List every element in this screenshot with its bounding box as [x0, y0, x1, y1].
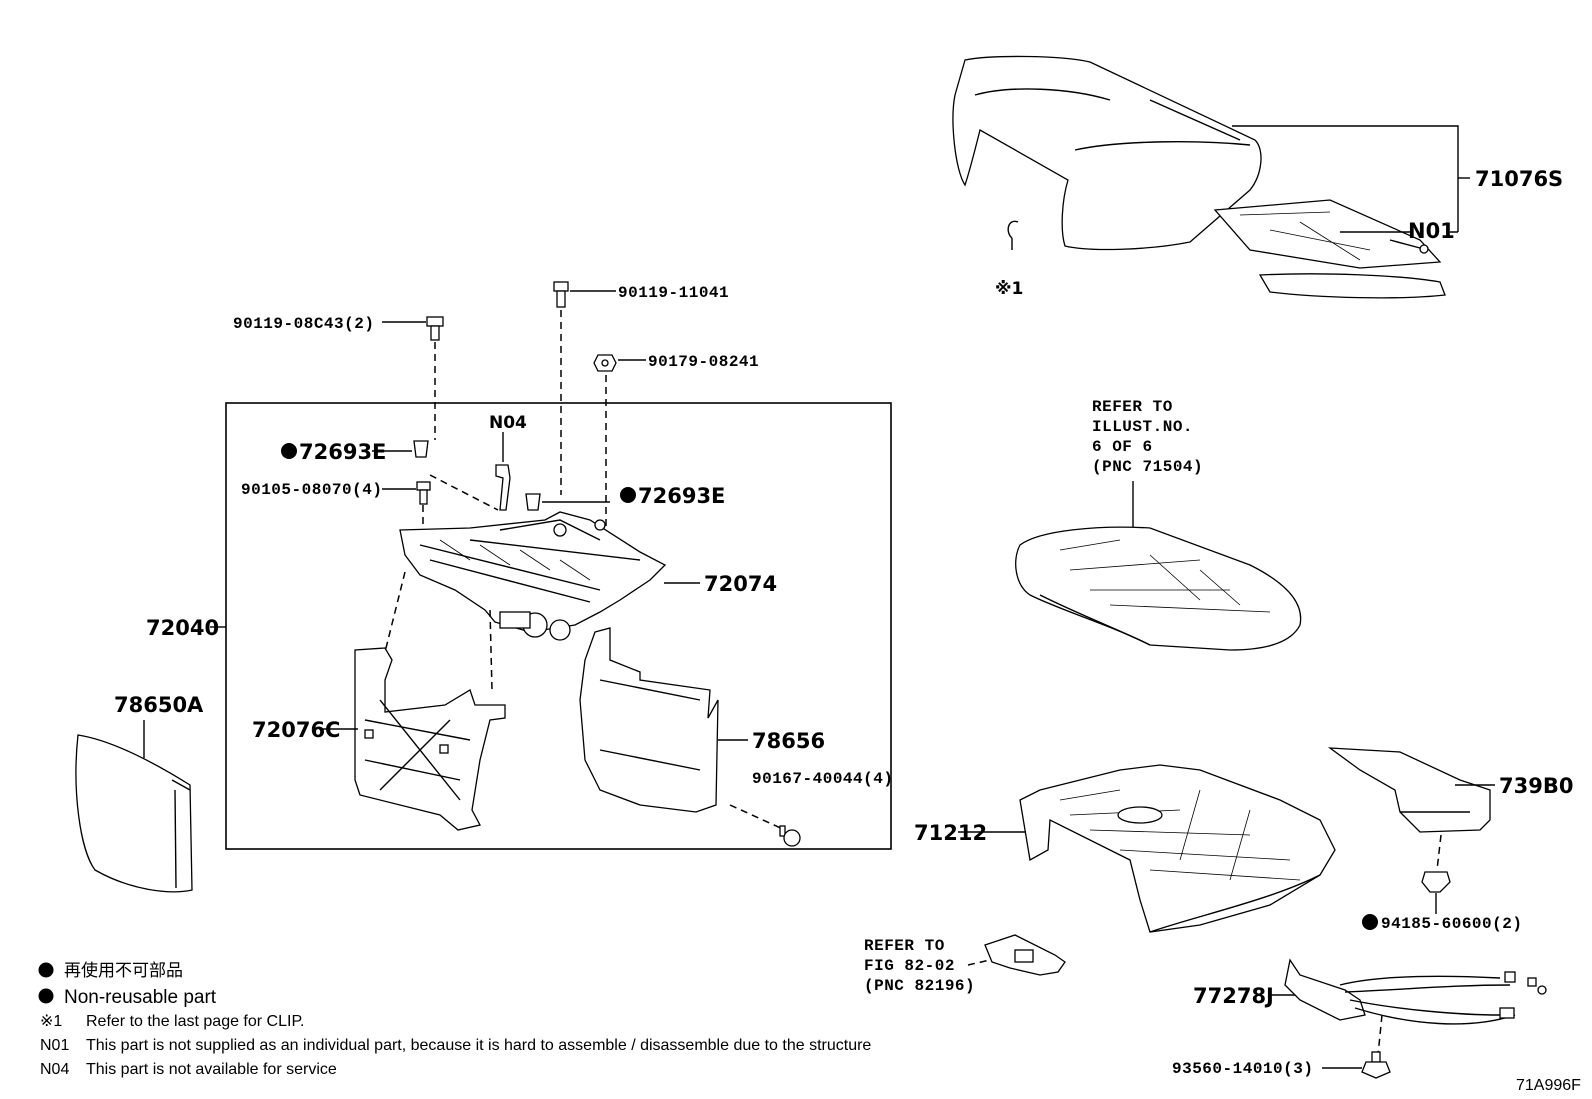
seat-cover-assembly: [952, 55, 1446, 299]
legend-dot-en-icon: [38, 988, 54, 1004]
label-90179-08241: 90179-08241: [648, 353, 759, 371]
seat-frame-72074: [399, 511, 667, 641]
panel-78656: [579, 627, 719, 813]
bolt-90119-08C43-icon: [426, 316, 444, 341]
label-78650A: 78650A: [114, 693, 204, 717]
label-N01: N01: [1408, 219, 1455, 243]
label-72074: 72074: [704, 572, 777, 596]
label-71212: 71212: [914, 821, 987, 845]
legend-n01-text: This part is not supplied as an individu…: [86, 1037, 871, 1054]
label-N04: N04: [489, 413, 527, 433]
refer-fig-line2: FIG 82-02: [864, 957, 955, 975]
legend-en: Non-reusable part: [64, 987, 217, 1008]
seat-frame-71212: [1019, 764, 1336, 933]
non-reusable-dot-icon: [1362, 914, 1378, 930]
screw-90167-40044-icon: [779, 825, 801, 847]
diagram-code: 71A996F: [1516, 1077, 1581, 1094]
n04-bracket-icon: [495, 464, 511, 511]
clip-93560-14010-icon: [1361, 1051, 1391, 1079]
switch-82196-icon: [984, 934, 1066, 976]
refer-fig-line3: (PNC 82196): [864, 977, 975, 995]
label-93560-14010: 93560-14010(3): [1172, 1060, 1313, 1078]
non-reusable-dot-icon: [281, 443, 297, 459]
bracket-72076C: [354, 647, 506, 831]
legend-dot-jp-icon: [38, 962, 54, 978]
legend-n01-key: N01: [40, 1037, 69, 1054]
wire-harness-77278J: [1284, 958, 1547, 1025]
bolt-90105-08070-icon: [416, 481, 431, 505]
label-72693E-right: 72693E: [638, 484, 725, 508]
refer-illust-line3: 6 OF 6: [1092, 438, 1153, 456]
label-94185-60600: 94185-60600(2): [1381, 915, 1522, 933]
leader-71076S: [1232, 125, 1459, 232]
refer-illust-line1: REFER TO: [1092, 398, 1173, 416]
clip-72693E-right-icon: [525, 493, 541, 511]
non-reusable-dot-icon: [620, 487, 636, 503]
label-739B0: 739B0: [1499, 774, 1573, 798]
pad-739B0: [1327, 747, 1491, 833]
nut-90179-08241-icon: [593, 354, 617, 372]
label-71076S: 71076S: [1475, 167, 1563, 191]
label-72693E-left: 72693E: [299, 440, 386, 464]
cushion-pad-71504: [1015, 526, 1302, 651]
clip-72693E-icon: [413, 440, 429, 458]
label-78656: 78656: [752, 729, 825, 753]
label-77278J: 77278J: [1193, 984, 1274, 1008]
pad-78650A: [75, 734, 193, 893]
bolt-90119-11041-icon: [553, 281, 569, 308]
refer-illust-line4: (PNC 71504): [1092, 458, 1203, 476]
label-72076C: 72076C: [252, 718, 340, 742]
legend-n04-text: This part is not available for service: [86, 1061, 337, 1078]
clip-94185-60600-icon: [1421, 871, 1451, 893]
refer-illust-line2: ILLUST.NO.: [1092, 418, 1193, 436]
label-90119-11041: 90119-11041: [618, 284, 729, 302]
assembly-72040-frame: [225, 402, 892, 850]
refer-fig-line1: REFER TO: [864, 937, 945, 955]
label-90167-40044: 90167-40044(4): [752, 770, 893, 788]
label-90105-08070: 90105-08070(4): [241, 481, 382, 499]
clip-icon: [1007, 220, 1019, 239]
legend-note1-text: Refer to the last page for CLIP.: [86, 1013, 305, 1030]
legend-note1-key: ※1: [40, 1013, 62, 1030]
label-72040: 72040: [146, 616, 219, 640]
label-90119-08C43: 90119-08C43(2): [233, 315, 374, 333]
legend-n04-key: N04: [40, 1061, 69, 1078]
legend-jp: 再使用不可部品: [64, 960, 183, 980]
label-clip-note: ※1: [995, 279, 1023, 299]
